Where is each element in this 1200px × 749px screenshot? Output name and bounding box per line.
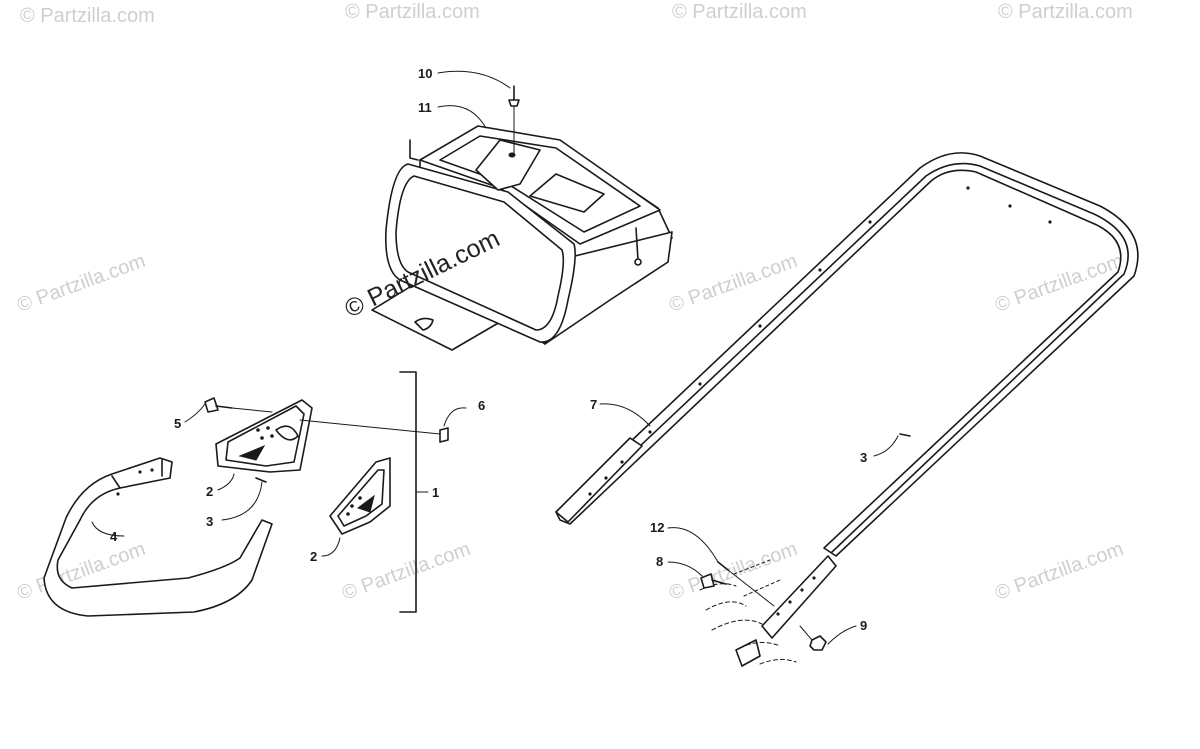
- callout-8[interactable]: 8: [656, 554, 663, 569]
- mount-ghost: [699, 559, 797, 667]
- front-bumper-part[interactable]: [43, 457, 273, 617]
- callouts: 10 11 5 6 1 2 3 4 2 7 3 12 8 9: [110, 66, 867, 633]
- watermark: © Partzilla.com: [666, 538, 800, 605]
- callout-3a[interactable]: 3: [206, 514, 213, 529]
- watermark: © Partzilla.com: [339, 538, 473, 605]
- callout-7[interactable]: 7: [590, 397, 597, 412]
- pin-right-part[interactable]: [899, 433, 911, 437]
- callout-3b[interactable]: 3: [860, 450, 867, 465]
- fastener-8-part[interactable]: [700, 573, 727, 589]
- grab-bar-part[interactable]: [555, 152, 1139, 639]
- callout-11[interactable]: 11: [418, 100, 432, 115]
- clip-part[interactable]: [299, 419, 449, 443]
- watermark: © Partzilla.com: [345, 1, 480, 23]
- callout-5[interactable]: 5: [174, 416, 181, 431]
- watermark: © Partzilla.com: [20, 5, 155, 27]
- callout-10[interactable]: 10: [418, 66, 432, 81]
- leader-lines: [91, 70, 899, 645]
- callout-2b[interactable]: 2: [310, 549, 317, 564]
- callout-1[interactable]: 1: [432, 485, 439, 500]
- bolt-part[interactable]: [204, 397, 273, 413]
- bracket-upper-part[interactable]: [215, 399, 313, 473]
- storage-bag-part[interactable]: [371, 125, 673, 351]
- nut-9-part[interactable]: [799, 625, 827, 651]
- callout-9[interactable]: 9: [860, 618, 867, 633]
- callout-2a[interactable]: 2: [206, 484, 213, 499]
- pin-part[interactable]: [255, 477, 267, 483]
- watermark: © Partzilla.com: [998, 1, 1133, 23]
- bracket-lower-part[interactable]: [329, 457, 391, 535]
- callout-6[interactable]: 6: [478, 398, 485, 413]
- watermark: © Partzilla.com: [14, 250, 148, 317]
- callout-4[interactable]: 4: [110, 529, 118, 544]
- callout-12[interactable]: 12: [650, 520, 664, 535]
- screw-part[interactable]: [508, 85, 520, 156]
- fastener-12-part[interactable]: [717, 561, 775, 607]
- watermark: © Partzilla.com: [672, 1, 807, 23]
- watermark: © Partzilla.com: [992, 538, 1126, 605]
